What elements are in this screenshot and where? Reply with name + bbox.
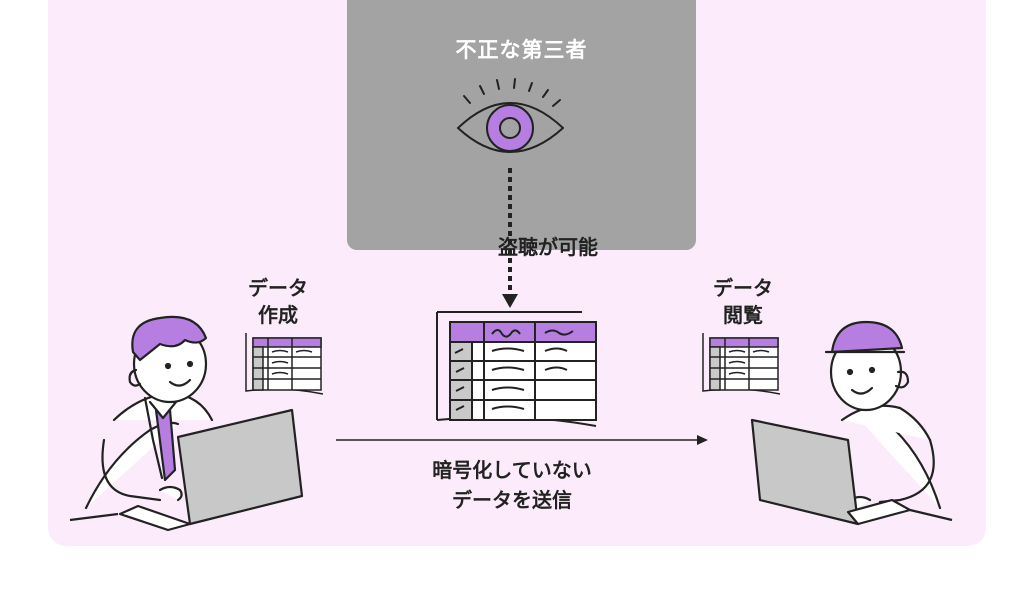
sender-document-icon [245, 333, 324, 395]
receiver-label-line1: データ [713, 276, 773, 300]
receiver-label: データ 閲覧 [695, 275, 791, 329]
eavesdrop-label: 盗聴が可能 [498, 235, 598, 259]
transmission-label-line2: データを送信 [452, 488, 572, 512]
sender-person [84, 315, 224, 510]
eavesdrop-arrow [502, 168, 518, 308]
plaintext-document-icon [436, 311, 597, 427]
receiver-label-line2: 閲覧 [723, 303, 763, 327]
receiver-document-icon [702, 333, 781, 395]
receiver-person [824, 320, 942, 512]
transmission-label-line1: 暗号化していない [432, 458, 592, 482]
sender-label: データ 作成 [230, 275, 326, 329]
transmission-label: 暗号化していない データを送信 [392, 455, 632, 515]
sender-laptop [69, 408, 304, 532]
third-party-title: 不正な第三者 [455, 38, 588, 62]
eye-icon [457, 78, 564, 153]
sender-label-line2: 作成 [258, 303, 298, 327]
sender-label-line1: データ [248, 276, 308, 300]
receiver-laptop [750, 418, 953, 526]
transmission-arrow [336, 435, 708, 445]
